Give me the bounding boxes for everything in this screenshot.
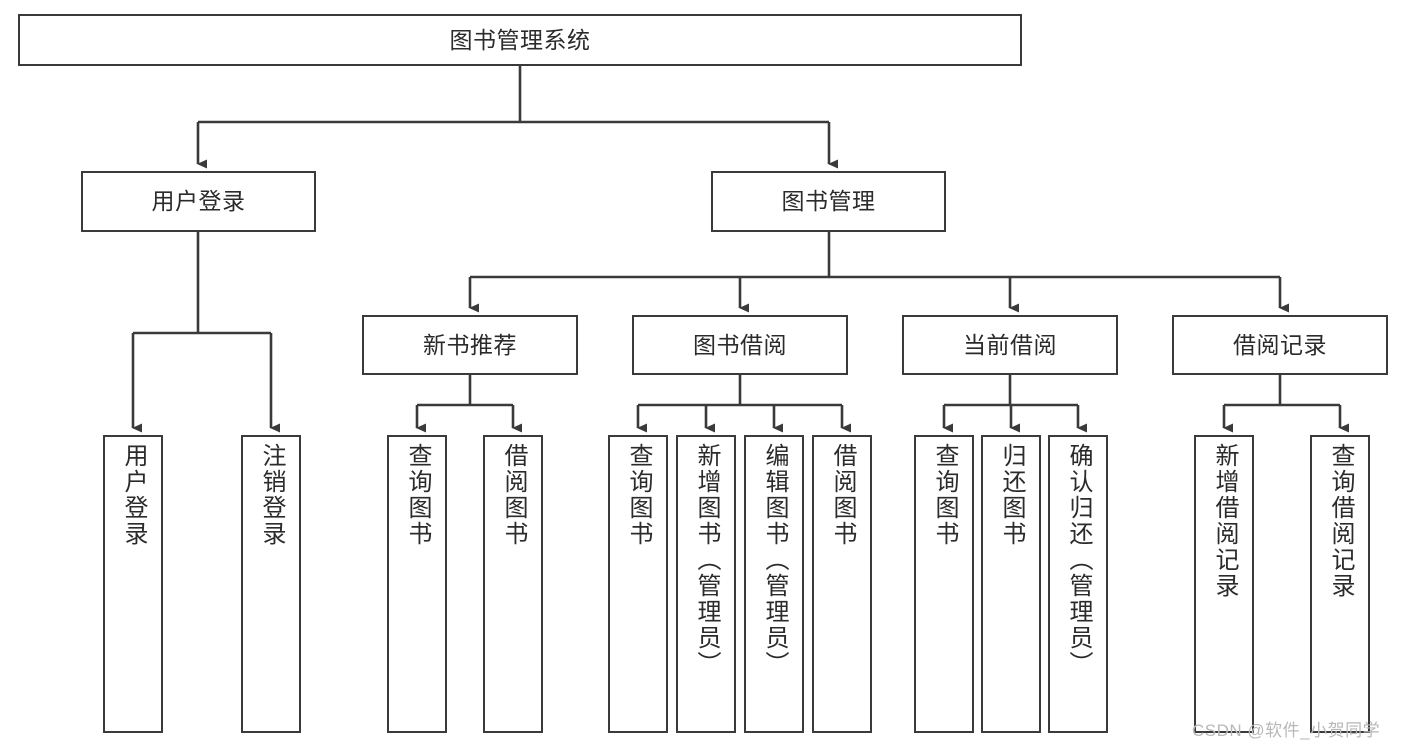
- node-label: 编辑图书（管理员）: [761, 443, 788, 677]
- node-label: 用户登录: [120, 443, 147, 547]
- node-label: 借阅图书: [829, 443, 856, 547]
- node-label: 用户登录: [151, 188, 246, 215]
- node-label: 借阅图书: [500, 443, 527, 547]
- node-label: 借阅记录: [1233, 331, 1327, 358]
- node-label: 归还图书: [998, 443, 1025, 547]
- node-book-borrow[interactable]: 图书借阅: [632, 315, 848, 375]
- leaf-query-borrow-record[interactable]: 查询借阅记录: [1310, 435, 1370, 733]
- node-book-management[interactable]: 图书管理: [711, 171, 946, 232]
- node-label: 查询借阅记录: [1327, 443, 1354, 599]
- node-label: 当前借阅: [963, 331, 1057, 358]
- leaf-edit-book[interactable]: 编辑图书（管理员）: [744, 435, 804, 733]
- node-label: 查询图书: [404, 443, 431, 547]
- leaf-user-login[interactable]: 用户登录: [103, 435, 163, 733]
- node-label: 新书推荐: [423, 331, 517, 358]
- node-label: 确认归还（管理员）: [1065, 443, 1092, 677]
- node-label: 图书管理系统: [449, 26, 591, 53]
- leaf-query-book-current[interactable]: 查询图书: [914, 435, 974, 733]
- leaf-confirm-return[interactable]: 确认归还（管理员）: [1048, 435, 1108, 733]
- node-label: 图书管理: [781, 188, 876, 215]
- leaf-return-book[interactable]: 归还图书: [981, 435, 1041, 733]
- node-current-borrow[interactable]: 当前借阅: [902, 315, 1118, 375]
- node-new-book-recommend[interactable]: 新书推荐: [362, 315, 578, 375]
- leaf-borrow-book-recommend[interactable]: 借阅图书: [483, 435, 543, 733]
- csdn-watermark: CSDN @软件_小贺同学: [1192, 721, 1381, 740]
- node-label: 新增借阅记录: [1211, 443, 1238, 599]
- leaf-borrow-book[interactable]: 借阅图书: [812, 435, 872, 733]
- node-label: 新增图书（管理员）: [693, 443, 720, 677]
- node-user-login[interactable]: 用户登录: [81, 171, 316, 232]
- node-label: 图书借阅: [693, 331, 787, 358]
- leaf-query-book-borrow[interactable]: 查询图书: [608, 435, 668, 733]
- node-borrow-record[interactable]: 借阅记录: [1172, 315, 1388, 375]
- node-label: 查询图书: [625, 443, 652, 547]
- leaf-query-book-recommend[interactable]: 查询图书: [387, 435, 447, 733]
- node-label: 查询图书: [931, 443, 958, 547]
- leaf-logout-login[interactable]: 注销登录: [241, 435, 301, 733]
- leaf-add-book[interactable]: 新增图书（管理员）: [676, 435, 736, 733]
- node-book-management-system[interactable]: 图书管理系统: [18, 14, 1022, 66]
- node-label: 注销登录: [258, 443, 285, 547]
- leaf-add-borrow-record[interactable]: 新增借阅记录: [1194, 435, 1254, 733]
